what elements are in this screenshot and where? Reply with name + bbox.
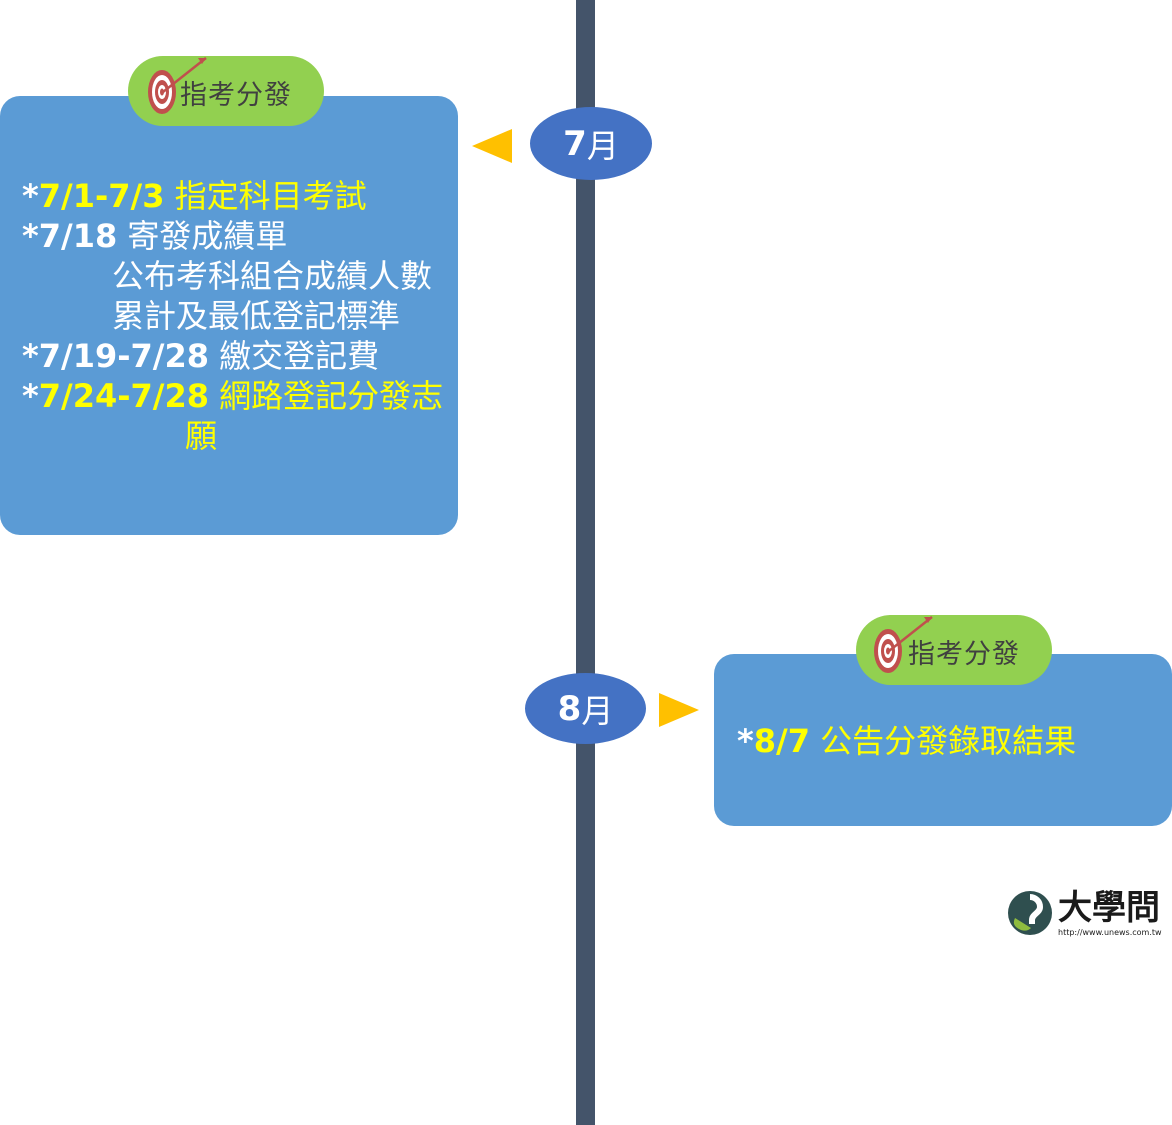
month-unit: 月 [581, 691, 614, 730]
card-tag-july: 指考分發 [128, 56, 324, 126]
card-tag-label: 指考分發 [180, 80, 292, 111]
month-unit: 月 [586, 126, 619, 165]
target-arrow-icon [874, 616, 933, 673]
event-item: *7/18 寄發成績單 [22, 217, 288, 255]
event-item-continuation: 願 [185, 417, 218, 455]
event-list: *8/7 公告分發錄取結果 [737, 721, 1076, 761]
pointer-right-arrow-icon [659, 693, 699, 727]
card-tag-label: 指考分發 [908, 639, 1020, 670]
logo-url: http://www.unews.com.tw [1058, 928, 1162, 937]
card-tag-august: 指考分發 [856, 615, 1052, 685]
event-item: *8/7 公告分發錄取結果 [737, 722, 1077, 760]
logo-wordmark: 大學問 [1058, 888, 1160, 928]
event-item: *7/19-7/28 繳交登記費 [22, 337, 380, 375]
event-list: *7/1-7/3 指定科目考試 *7/18 寄發成績單 公布考科組合成績人數 累… [22, 176, 443, 456]
timeline-axis [576, 0, 595, 1125]
target-arrow-icon [148, 57, 207, 114]
pointer-left-arrow-icon [472, 129, 512, 163]
logo-mark-icon [1008, 891, 1052, 935]
brand-logo: 大學問 http://www.unews.com.tw [1005, 888, 1165, 938]
event-item: *7/24-7/28 網路登記分發志 [22, 377, 444, 415]
event-item-continuation: 公布考科組合成績人數 [112, 257, 433, 295]
event-item-continuation: 累計及最低登記標準 [112, 297, 401, 335]
event-card-july: *7/1-7/3 指定科目考試 *7/18 寄發成績單 公布考科組合成績人數 累… [0, 96, 458, 535]
month-number: 7 [563, 123, 587, 164]
month-number: 8 [557, 688, 582, 729]
event-item: *7/1-7/3 指定科目考試 [22, 177, 367, 215]
